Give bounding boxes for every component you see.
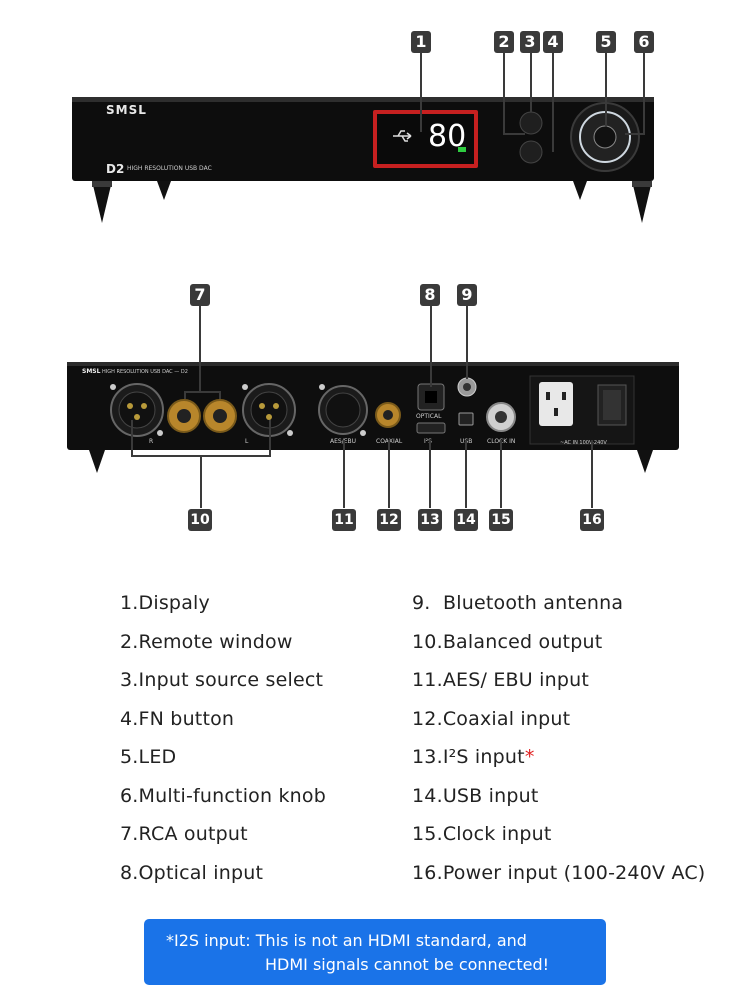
legend-item-1: 1.Dispaly: [120, 592, 210, 614]
callout-11: 11: [332, 509, 356, 531]
leader-6-h: [625, 133, 645, 135]
callout-10: 10: [188, 509, 212, 531]
rear-brand-logo: SMSL: [82, 368, 101, 375]
legend-item-6: 6.Multi-function knob: [120, 785, 327, 807]
rear-header-text: HIGH RESOLUTION USB DAC — D2: [102, 369, 188, 375]
leader-10-l: [131, 420, 133, 456]
leader-7-h: [184, 391, 221, 393]
callout-1: 1: [411, 31, 431, 53]
legend-item-16: 16.Power input (100-240V AC): [412, 862, 706, 884]
legend-item-15: 15.Clock input: [412, 823, 552, 845]
i2s-warning-note: *I2S input: This is not an HDMI standard…: [144, 919, 606, 985]
leader-7: [199, 305, 201, 392]
leader-1: [420, 52, 422, 132]
display-status-dot: [458, 147, 466, 152]
note-line-2: HDMI signals cannot be connected!: [265, 955, 550, 974]
label-optical: OPTICAL: [416, 413, 442, 420]
leader-10-r: [269, 420, 271, 456]
legend-item-3: 3.Input source select: [120, 669, 324, 691]
leader-4: [552, 52, 554, 152]
label-i2s: I²S: [424, 438, 432, 445]
callout-8: 8: [420, 284, 440, 306]
callout-2: 2: [494, 31, 514, 53]
leader-7-l: [184, 391, 186, 399]
legend-item-11: 11.AES/ EBU input: [412, 669, 589, 691]
legend-item-13-asterisk: *: [524, 746, 535, 768]
callout-6: 6: [634, 31, 654, 53]
legend-item-13-text: 13.I²S input: [412, 746, 525, 768]
leader-9: [466, 305, 468, 379]
label-right: R: [149, 438, 154, 445]
front-subtitle-label: HIGH RESOLUTION USB DAC: [127, 165, 212, 172]
legend-item-5: 5.LED: [120, 746, 177, 768]
legend-item-14: 14.USB input: [412, 785, 539, 807]
front-brand-logo: SMSL: [106, 103, 147, 117]
legend-item-2: 2.Remote window: [120, 631, 293, 653]
callout-13: 13: [418, 509, 442, 531]
legend-item-13: 13.I²S input*: [412, 746, 535, 768]
callout-3: 3: [520, 31, 540, 53]
leader-13: [429, 440, 431, 508]
note-line-1: *I2S input: This is not an HDMI standard…: [166, 931, 527, 950]
legend-item-8: 8.Optical input: [120, 862, 264, 884]
callout-9: 9: [457, 284, 477, 306]
usb-icon: [392, 128, 414, 142]
leader-6: [643, 52, 645, 134]
legend-item-12: 12.Coaxial input: [412, 708, 571, 730]
rear-header-label: SMSL HIGH RESOLUTION USB DAC — D2: [82, 368, 188, 375]
callout-5: 5: [596, 31, 616, 53]
leader-2: [503, 52, 505, 134]
callout-4: 4: [543, 31, 563, 53]
callout-12: 12: [377, 509, 401, 531]
leader-7-r: [219, 391, 221, 399]
label-power: ~AC IN 100V-240V: [560, 440, 607, 446]
legend-item-10: 10.Balanced output: [412, 631, 603, 653]
leader-10: [200, 455, 202, 508]
leader-11: [343, 440, 345, 508]
leader-5: [605, 52, 607, 127]
rear-panel-drawing: [67, 362, 679, 473]
legend-item-4: 4.FN button: [120, 708, 235, 730]
rear-panel: SMSL HIGH RESOLUTION USB DAC — D2 R L AE…: [0, 340, 748, 490]
leader-3: [530, 52, 532, 112]
legend-item-9: 9. Bluetooth antenna: [412, 592, 624, 614]
callout-14: 14: [454, 509, 478, 531]
leader-14: [465, 440, 467, 508]
callout-15: 15: [489, 509, 513, 531]
legend-item-7: 7.RCA output: [120, 823, 248, 845]
callout-7: 7: [190, 284, 210, 306]
callout-16: 16: [580, 509, 604, 531]
leader-8: [430, 305, 432, 387]
leader-16: [591, 440, 593, 508]
leader-12: [388, 440, 390, 508]
label-left: L: [245, 438, 249, 445]
leader-15: [500, 440, 502, 508]
front-model-label: D2: [106, 162, 125, 176]
leader-2-h: [503, 133, 525, 135]
